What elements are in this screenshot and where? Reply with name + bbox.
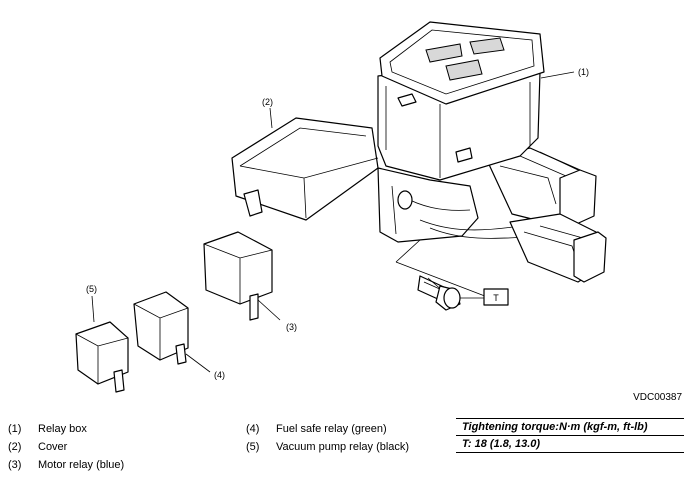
callout-3-label: (3): [286, 322, 297, 332]
legend-item: (1) Relay box: [8, 420, 124, 438]
legend-item: (3) Motor relay (blue): [8, 456, 124, 474]
torque-spec-value: T: 18 (1.8, 13.0): [456, 436, 684, 453]
legend-number: (5): [246, 441, 260, 453]
relay-box-diagram: T (1) (2) (3) (4) (5): [75, 21, 607, 393]
legend-number: (3): [8, 459, 22, 471]
legend-item: (4) Fuel safe relay (green): [246, 420, 409, 438]
cover-part: [231, 107, 379, 221]
legend-left-column: (1) Relay box (2) Cover (3) Motor relay …: [8, 420, 124, 474]
callout-5-label: (5): [86, 284, 97, 294]
motor-relay-part: [203, 231, 281, 321]
legend-number: (4): [246, 423, 260, 435]
torque-tag-box: [483, 288, 509, 306]
legend-number: (2): [8, 441, 22, 453]
legend-item: (5) Vacuum pump relay (black): [246, 438, 409, 456]
legend-label: Fuel safe relay (green): [276, 423, 387, 435]
relay-box-part: [377, 21, 607, 283]
legend-label: Vacuum pump relay (black): [276, 441, 410, 453]
legend-number: (1): [8, 423, 22, 435]
callout-2-label: (2): [262, 97, 273, 107]
bolt-part: [395, 239, 491, 311]
legend-label: Cover: [38, 441, 68, 453]
legend-mid-column: (4) Fuel safe relay (green) (5) Vacuum p…: [246, 420, 409, 456]
legend-label: Motor relay (blue): [38, 459, 125, 471]
torque-spec-header: Tightening torque:N·m (kgf-m, ft-lb): [456, 418, 684, 436]
callout-1-label: (1): [578, 67, 589, 77]
vacuum-pump-relay-part: [75, 295, 129, 393]
legend-label: Relay box: [38, 423, 87, 435]
torque-spec-box: Tightening torque:N·m (kgf-m, ft-lb) T: …: [456, 418, 684, 453]
fuel-safe-relay-part: [133, 291, 211, 373]
figure-code: VDC00387: [633, 392, 682, 403]
legend-item: (2) Cover: [8, 438, 124, 456]
callout-4-label: (4): [214, 370, 225, 380]
torque-tag-label: T: [493, 293, 499, 303]
